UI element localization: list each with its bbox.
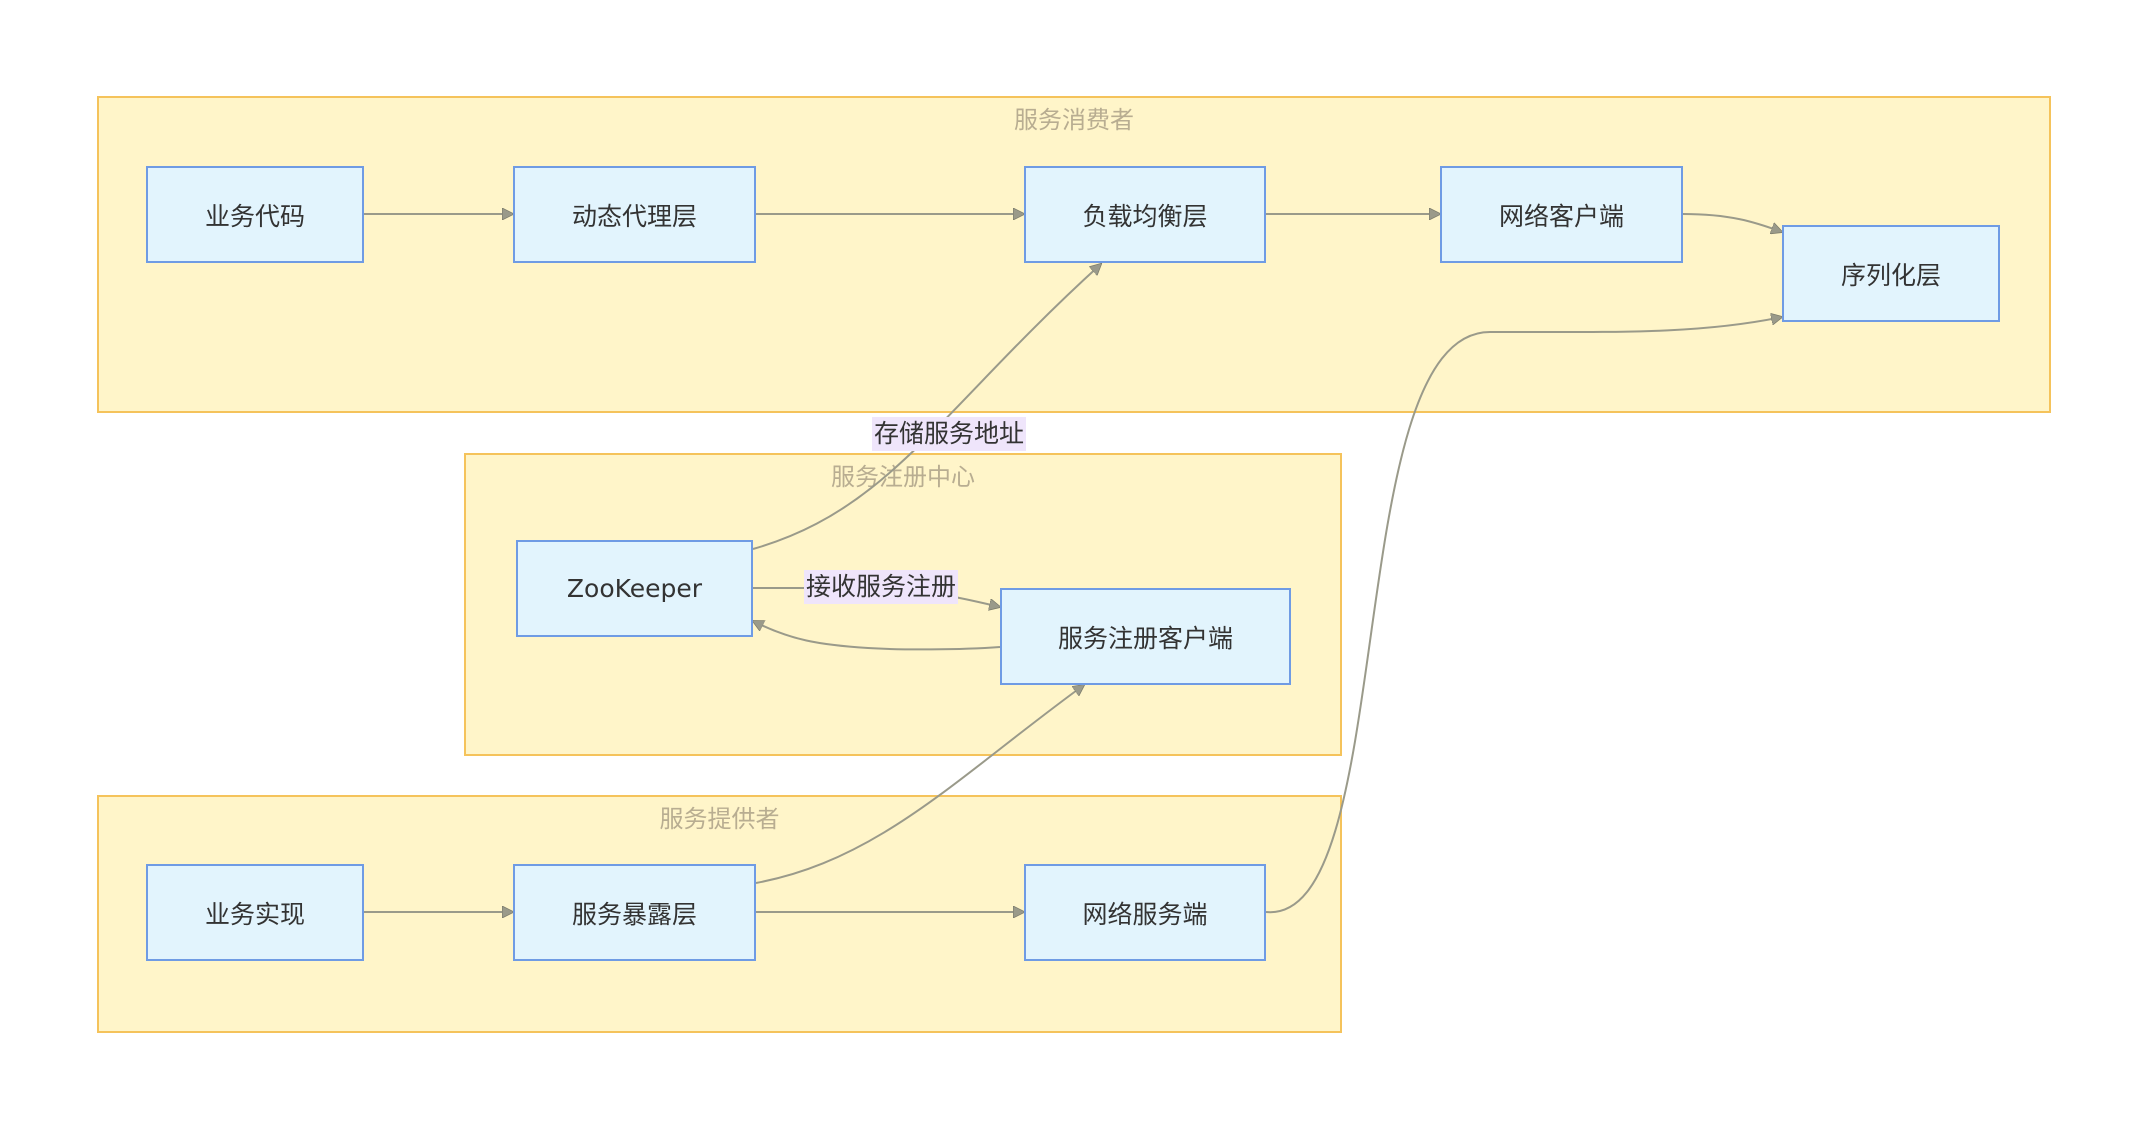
node-dynamic-proxy: 动态代理层	[513, 166, 756, 263]
node-registry-client: 服务注册客户端	[1000, 588, 1291, 685]
node-business-code: 业务代码	[146, 166, 364, 263]
node-service-expose: 服务暴露层	[513, 864, 756, 961]
node-serialization: 序列化层	[1782, 225, 2000, 322]
cluster-title-provider: 服务提供者	[659, 805, 780, 833]
cluster-title-registry: 服务注册中心	[831, 463, 975, 491]
edge-registry-client-to-zookeeper	[753, 621, 1001, 651]
edge-network-server-to-serialization	[1265, 317, 1782, 914]
node-zookeeper: ZooKeeper	[516, 540, 753, 637]
edge-zookeeper-to-load-balance	[752, 264, 1101, 550]
edge-network-client-to-serialization	[1682, 213, 1782, 232]
cluster-title-consumer: 服务消费者	[1014, 106, 1134, 134]
node-load-balance: 负载均衡层	[1024, 166, 1266, 263]
edge-label-receive-registration: 接收服务注册	[804, 570, 959, 604]
node-network-server: 网络服务端	[1024, 864, 1266, 961]
node-network-client: 网络客户端	[1440, 166, 1683, 263]
node-business-impl: 业务实现	[146, 864, 364, 961]
edge-service-expose-to-registry-client	[755, 685, 1084, 884]
edge-label-store-address: 存储服务地址	[872, 417, 1027, 451]
